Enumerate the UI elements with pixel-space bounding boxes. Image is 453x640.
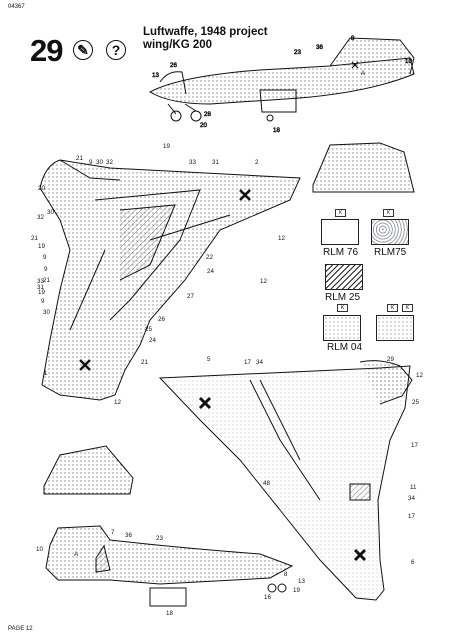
- callout: 9: [89, 159, 93, 166]
- callout: 1: [44, 370, 48, 377]
- title-line-1: Luftwaffe, 1948 project: [143, 26, 268, 38]
- callout: 30: [43, 309, 50, 316]
- legend-label-rlm04: RLM 04: [327, 342, 363, 353]
- plan-view-bottom: [158, 360, 413, 601]
- callout: 36: [125, 532, 132, 539]
- callout: 27: [187, 293, 194, 300]
- callout: 23: [156, 535, 163, 542]
- side-view-bottom: A: [45, 525, 294, 607]
- swatch-rlm75: [371, 219, 409, 245]
- flag-icon: K: [335, 209, 346, 217]
- callout: 21: [76, 155, 83, 162]
- callout: 24: [149, 337, 156, 344]
- swatch-rlm04-mottle: [376, 315, 414, 341]
- page-code: 04367: [8, 4, 25, 10]
- callout: 21: [31, 235, 38, 242]
- callout: 10: [36, 546, 43, 553]
- callout: 18: [166, 610, 173, 617]
- callout: 19: [293, 587, 300, 594]
- help-icon: ?: [106, 40, 126, 60]
- callout: 8: [284, 571, 288, 578]
- callout: 25: [145, 326, 152, 333]
- callout: 25: [412, 399, 419, 406]
- plan-view-top: [39, 159, 301, 401]
- callout: 22: [206, 254, 213, 261]
- title-line-2: wing/KG 200: [143, 39, 213, 51]
- page-title: Luftwaffe, 1948 project wing/KG 200: [143, 26, 268, 52]
- callout: 19: [38, 289, 45, 296]
- code-letter-top: A: [361, 70, 366, 77]
- callout: 9: [41, 298, 45, 305]
- swatch-rlm25: [325, 264, 363, 290]
- callout: 36: [316, 44, 323, 51]
- callout: 30: [47, 209, 54, 216]
- callout: 17: [408, 513, 415, 520]
- page-footer: PAGE 12: [8, 626, 33, 632]
- callout: 9: [44, 266, 48, 273]
- flag-icon: K: [402, 304, 413, 312]
- callout: 33: [189, 159, 196, 166]
- callout: 13: [298, 578, 305, 585]
- swatch-rlm76: [321, 219, 359, 245]
- callout: 31: [37, 284, 44, 291]
- callout: 23: [294, 49, 301, 56]
- legend-label-rlm25: RLM 25: [325, 292, 361, 303]
- flag-icon: K: [337, 304, 348, 312]
- tail-detail-top: [312, 142, 415, 193]
- callout: 6: [411, 559, 415, 566]
- callout: 18: [273, 127, 280, 134]
- callout: 20: [200, 122, 207, 129]
- callout: 19: [38, 243, 45, 250]
- callout: 26: [158, 316, 165, 323]
- callout: 12: [278, 235, 285, 242]
- callout: 24: [207, 268, 214, 275]
- callout: 32: [106, 159, 113, 166]
- callout: 28: [204, 111, 211, 118]
- callout: 16: [264, 594, 271, 601]
- callout: 12: [114, 399, 121, 406]
- code-letter-bottom: A: [74, 551, 79, 558]
- callout: 21: [141, 359, 148, 366]
- callout: 5: [207, 356, 211, 363]
- callout: 13: [152, 72, 159, 79]
- callout: 2: [255, 159, 259, 166]
- callout: 7: [111, 529, 115, 536]
- callout: 12: [416, 372, 423, 379]
- callout: 8: [351, 35, 355, 42]
- callout: 32: [37, 214, 44, 221]
- legend-label-rlm76: RLM 76: [323, 247, 359, 258]
- callouts-top: 13 26 28 20 23 36 8 10 18: [152, 35, 413, 135]
- callout: 10: [405, 58, 412, 65]
- callout: 29: [387, 356, 394, 363]
- tail-detail-left: [43, 445, 134, 495]
- callout: 20: [38, 185, 45, 192]
- callout: 31: [212, 159, 219, 166]
- callouts-side-bottom: 10 7 36 23 13 18 8 19 16: [36, 529, 305, 617]
- callout: 21: [43, 277, 50, 284]
- step-number: 29: [30, 33, 63, 68]
- side-view-top: A: [148, 37, 415, 122]
- flag-icon: K: [383, 209, 394, 217]
- callout: 19: [163, 143, 170, 150]
- callout: 17: [411, 442, 418, 449]
- paint-brush-icon: ✎: [73, 40, 93, 60]
- legend-label-rlm75: RLM75: [374, 247, 407, 258]
- callout: 48: [263, 480, 270, 487]
- callouts-plan-bottom: 5 17 34 29 12 25 17 48 11 34 17 6: [207, 356, 423, 566]
- callout: 17: [244, 359, 251, 366]
- callout: 34: [408, 495, 415, 502]
- flag-icon: K: [387, 304, 398, 312]
- callouts-plan-top: 21 9 30 32 19 33 31 2 20 30 32 21 19 9 1…: [31, 143, 285, 406]
- callout: 26: [170, 62, 177, 69]
- callout: 34: [256, 359, 263, 366]
- callout: 9: [43, 254, 47, 261]
- callout: 12: [260, 278, 267, 285]
- callout: 33: [37, 278, 44, 285]
- swatch-rlm04: [323, 315, 361, 341]
- callout: 30: [96, 159, 103, 166]
- callout: 11: [410, 484, 417, 491]
